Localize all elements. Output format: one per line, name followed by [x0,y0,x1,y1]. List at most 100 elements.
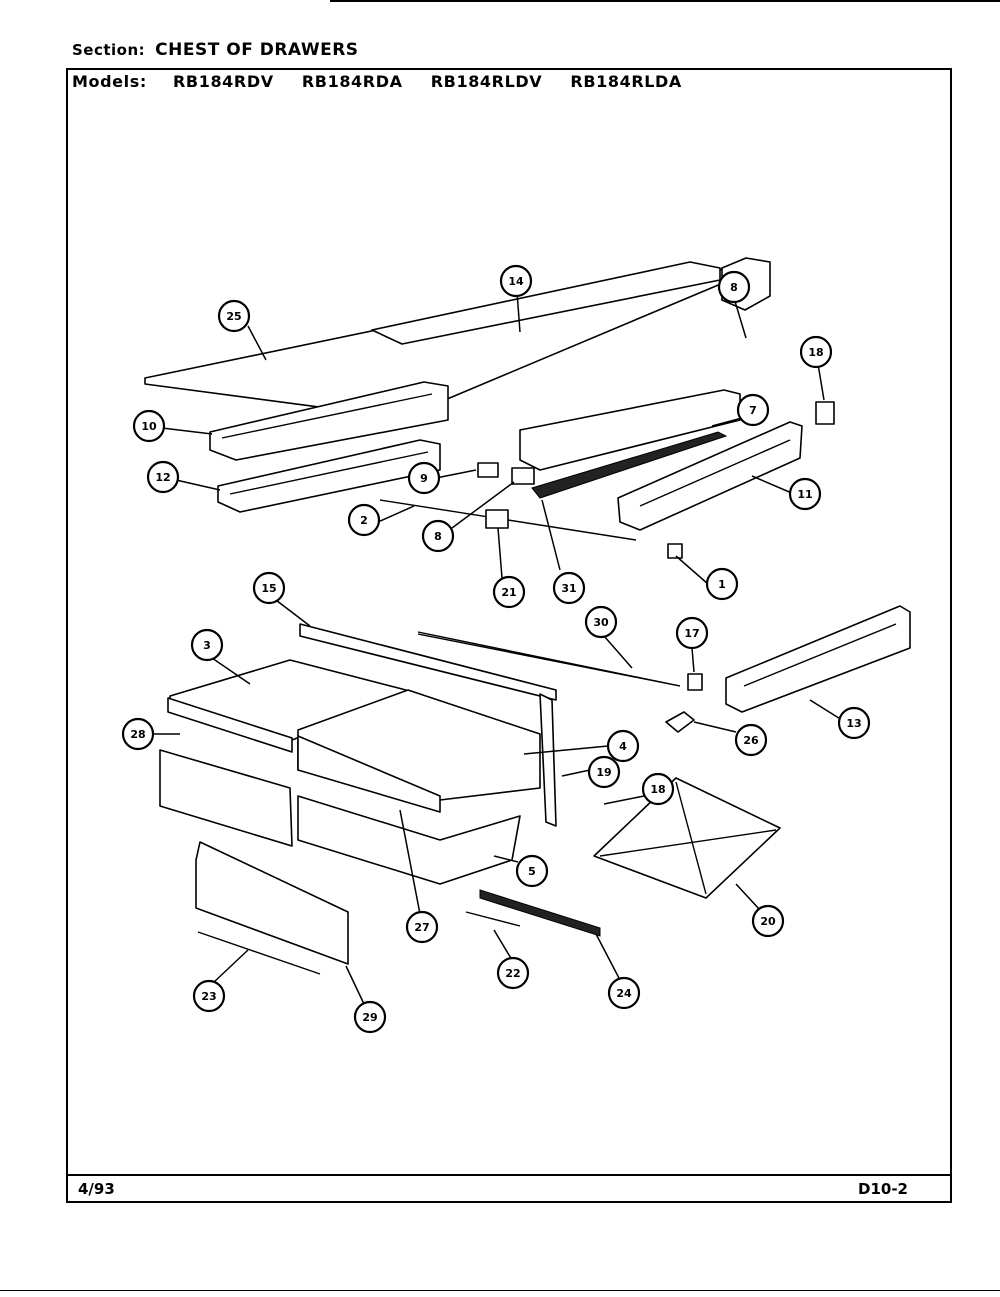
svg-text:30: 30 [593,616,609,629]
callout: 1 [705,567,739,601]
callout: 23 [192,979,226,1013]
svg-text:7: 7 [749,404,757,417]
callout: 3 [190,628,224,662]
svg-text:29: 29 [362,1011,377,1024]
drawer-tray [593,777,781,899]
callout: 25 [217,299,251,333]
side-bracket-lower [725,605,911,713]
rear-trim-strip [371,261,721,345]
svg-text:21: 21 [501,586,516,599]
clip-18-top [815,401,835,425]
svg-text:10: 10 [141,420,157,433]
svg-text:9: 9 [420,472,428,485]
drawer-lower-right [297,795,521,885]
clip-26 [665,711,695,733]
svg-text:12: 12 [155,471,170,484]
clip-21 [485,509,509,529]
svg-text:18: 18 [808,346,823,359]
callout: 7 [736,393,770,427]
shelf-rail-right-slide [531,431,728,499]
shelf-rail-left-upper [209,381,449,461]
section-label: Section: [72,41,146,59]
svg-text:8: 8 [730,281,738,294]
callout: 18 [641,772,675,806]
callout: 17 [675,616,709,650]
callout: 9 [407,461,441,495]
bottom-border-line [0,1290,1000,1291]
svg-text:25: 25 [226,310,241,323]
drawer-trim-bar [197,931,321,975]
drawer-upper-right-front [297,735,441,813]
models-label: Models: [72,72,147,91]
svg-text:8: 8 [434,530,442,543]
callout: 28 [121,717,155,751]
model-number: RB184RLDA [570,72,682,91]
svg-text:27: 27 [414,921,429,934]
clip-8 [511,467,535,485]
drawer-front-panel [195,841,349,965]
shelf-rail-left-lower [217,439,441,513]
callout: 19 [587,755,621,789]
svg-text:2: 2 [360,514,368,527]
side-strip [539,693,557,827]
section-title: CHEST OF DRAWERS [155,40,359,60]
callout: 18 [799,335,833,369]
callout: 10 [132,409,166,443]
model-number: RB184RDV [173,72,274,91]
slide-rail-long [479,889,601,937]
svg-text:24: 24 [616,987,632,1000]
svg-text:14: 14 [508,275,524,288]
slide-rail-short [465,911,521,927]
callout: 8 [421,519,455,553]
svg-text:19: 19 [596,766,611,779]
callout: 29 [353,1000,387,1034]
callout: 27 [405,910,439,944]
section-heading: Section: CHEST OF DRAWERS [72,40,359,60]
callout: 5 [515,854,549,888]
model-number: RB184RLDV [430,72,543,91]
svg-text:22: 22 [505,967,520,980]
svg-text:13: 13 [846,717,861,730]
drawer-lower-left [159,749,293,847]
svg-text:4: 4 [619,740,627,753]
callout: 13 [837,706,871,740]
svg-text:3: 3 [203,639,211,652]
svg-text:11: 11 [797,488,812,501]
callout: 11 [788,477,822,511]
callout: 4 [606,729,640,763]
side-bracket-upper [617,421,803,531]
models-row: Models: RB184RDV RB184RDA RB184RLDV RB18… [72,72,704,91]
shelf-rail-right [519,389,741,471]
callout: 30 [584,605,618,639]
callout: 12 [146,460,180,494]
svg-text:15: 15 [261,582,276,595]
svg-text:23: 23 [201,990,216,1003]
drawer-top-strip [299,623,557,701]
callout: 31 [552,571,586,605]
rear-rod [417,631,681,687]
callout: 22 [496,956,530,990]
model-number: RB184RDA [301,72,403,91]
callout: 8 [717,270,751,304]
callout: 21 [492,575,526,609]
clip-1 [667,543,683,559]
clip-9 [477,462,499,478]
svg-text:20: 20 [760,915,776,928]
callout: 26 [734,723,768,757]
svg-text:26: 26 [743,734,759,747]
diagram-frame [66,68,952,1203]
callout: 2 [347,503,381,537]
callout: 24 [607,976,641,1010]
callout: 14 [499,264,533,298]
callout: 20 [751,904,785,938]
footer-divider [68,1174,950,1176]
svg-text:5: 5 [528,865,536,878]
top-border-line [330,0,1000,2]
drawer-upper-left-front [167,697,293,753]
svg-text:18: 18 [650,783,665,796]
svg-text:17: 17 [684,627,699,640]
svg-text:28: 28 [130,728,145,741]
revision-date: 4/93 [78,1180,115,1198]
svg-text:1: 1 [718,578,726,591]
